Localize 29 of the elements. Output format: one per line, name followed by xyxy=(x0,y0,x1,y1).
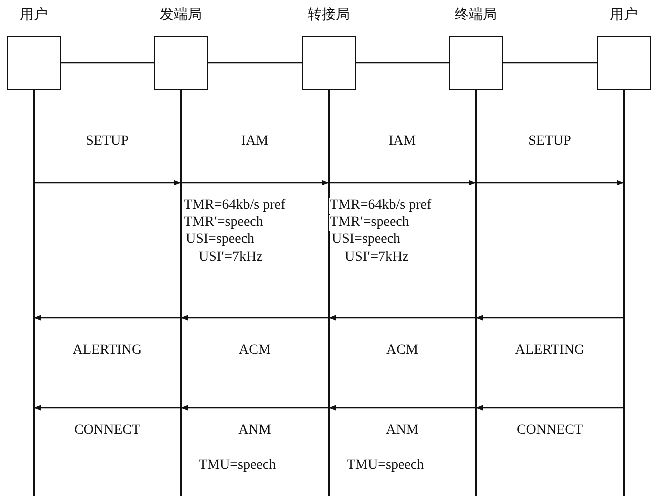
entity-heading: 用户 xyxy=(610,6,638,24)
parameter-note: TMU=speech xyxy=(346,458,426,474)
message-arrow xyxy=(181,405,329,411)
entity-heading: 终端局 xyxy=(455,6,497,24)
message-arrow xyxy=(34,315,181,321)
connection-line xyxy=(208,62,302,64)
connection-line xyxy=(356,62,449,64)
parameter-note: TMR=64kb/s pref xyxy=(329,198,433,214)
message-arrow xyxy=(329,315,476,321)
parameter-note: USI=speech xyxy=(185,232,256,248)
message-arrow xyxy=(34,405,181,411)
entity-heading: 发端局 xyxy=(160,6,202,24)
message-arrow xyxy=(181,315,329,321)
entity-heading: 转接局 xyxy=(308,6,350,24)
parameter-note: TMR′=speech xyxy=(329,215,410,231)
connection-line xyxy=(61,62,154,64)
message-arrow xyxy=(329,180,476,186)
message-arrow xyxy=(476,315,624,321)
message-arrow xyxy=(329,405,476,411)
connection-line xyxy=(503,62,597,64)
message-arrow xyxy=(181,180,329,186)
parameter-note: TMR′=speech xyxy=(183,215,264,231)
message-arrow xyxy=(476,405,624,411)
parameter-note: TMU=speech xyxy=(198,458,278,474)
parameter-note: TMR=64kb/s pref xyxy=(183,198,287,214)
parameter-note: USI=speech xyxy=(331,232,402,248)
entity-heading: 用户 xyxy=(20,6,48,24)
message-arrow xyxy=(34,180,181,186)
message-arrow xyxy=(476,180,624,186)
